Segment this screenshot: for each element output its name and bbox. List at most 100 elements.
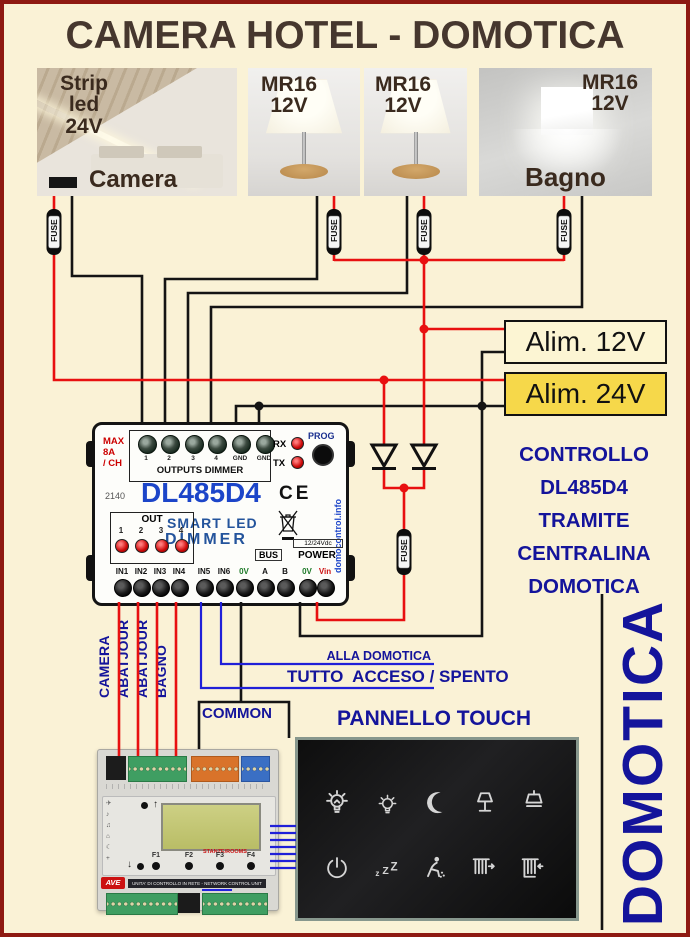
wire-label-abatjour2: ABATJOUR	[134, 619, 150, 698]
fuse-2: FUSE	[326, 209, 342, 255]
input-terminal	[216, 579, 234, 597]
wire-12v-bus	[332, 196, 566, 262]
wire-label-bagno: BAGNO	[153, 644, 169, 698]
photo-hotel-room: Strip led 24V Camera	[37, 68, 237, 196]
tx-led	[291, 456, 304, 469]
curtain-close-icon[interactable]	[514, 850, 550, 886]
diode-2	[409, 443, 439, 470]
domotica-controller: ✈♪♫⌂☾+ ↑ STANZE/ROOMS F1 F2 F3 F4 ↓ AVE …	[97, 749, 279, 915]
controller-front: ✈♪♫⌂☾+ ↑ STANZE/ROOMS F1 F2 F3 F4 ↓	[102, 796, 276, 876]
diode-1	[369, 443, 399, 470]
photo-bagno: MR16 12V Bagno	[479, 68, 652, 196]
night-mode-icon[interactable]	[417, 784, 453, 820]
model-name: DL485D4	[141, 477, 261, 508]
input-terminal	[257, 579, 275, 597]
fuse-4: FUSE	[556, 209, 572, 255]
terminal-block-black	[106, 756, 126, 780]
input-terminal	[152, 579, 170, 597]
terminal-block-orange	[191, 756, 239, 782]
reading-light-icon[interactable]	[369, 786, 405, 822]
common-label: COMMON	[202, 705, 272, 722]
ave-logo: AVE	[101, 877, 125, 889]
controllo-note: CONTROLLO DL485D4 TRAMITE CENTRALINA DOM…	[517, 443, 651, 598]
input-terminal	[317, 579, 335, 597]
camera-label: Camera	[89, 166, 178, 193]
serial-number: 2140	[105, 491, 126, 501]
power-rating: 12/24Vdc	[293, 539, 343, 548]
pannello-touch-title: PANNELLO TOUCH	[336, 707, 532, 730]
out-label: OUT	[141, 514, 163, 525]
rx-label: RX	[273, 439, 287, 450]
alim-24v-box: Alim. 24V	[504, 372, 667, 416]
bus-label: BUS	[255, 549, 283, 561]
page-title: CAMERA HOTEL - DOMOTICA	[65, 14, 625, 57]
wire-camera-black	[70, 196, 144, 422]
alim-12v-box: Alim. 12V	[504, 320, 667, 364]
out-leds-box: OUT 1 2 3 4	[110, 512, 194, 564]
input-terminal	[133, 579, 151, 597]
dl485d4-dimmer: MAX 8A / CH 1 2 3 4 GND GND OUTPUTS DIMM…	[86, 422, 355, 606]
input-terminal	[277, 579, 295, 597]
wire-lamp1-black	[163, 196, 319, 422]
f2-button[interactable]	[185, 862, 193, 870]
alim-24v-label: Alim. 24V	[525, 378, 646, 409]
product-line1: SMART LED	[167, 515, 258, 531]
f4-button[interactable]	[247, 862, 255, 870]
ceiling-lamp-icon[interactable]	[516, 784, 552, 820]
wire-alim24-gnd	[234, 404, 504, 422]
bed	[91, 145, 223, 189]
outputs-dimmer-label: OUTPUTS DIMMER	[156, 465, 244, 476]
svg-text:FUSE: FUSE	[419, 219, 429, 242]
svg-text:Z: Z	[382, 865, 389, 877]
rx-led	[291, 437, 304, 450]
bagno-label: Bagno	[525, 162, 606, 192]
max-rating-label: MAX 8A / CH	[103, 436, 125, 469]
curtain-open-icon[interactable]	[465, 850, 501, 886]
input-terminal	[299, 579, 317, 597]
down-arrow-icon: ↓	[127, 859, 132, 870]
out-led	[175, 539, 189, 553]
wire-24v-red	[52, 196, 504, 382]
f3-button[interactable]	[216, 862, 224, 870]
lamp-shade	[380, 79, 451, 134]
output-terminal	[207, 435, 227, 454]
power-label: POWER	[298, 550, 336, 561]
table-lamp-icon[interactable]	[467, 784, 503, 820]
mr16-label-2: MR16 12V	[374, 73, 432, 118]
domotica-vertical-label: DOMOTICA	[611, 599, 675, 927]
input-terminal	[114, 579, 132, 597]
output-terminal	[255, 435, 275, 454]
input-terminal	[236, 579, 254, 597]
out-led	[135, 539, 149, 553]
stanze-label: STANZE/ROOMS	[203, 849, 247, 855]
ceiling-light-cube	[541, 87, 594, 135]
photo-lamp-2: MR16 12V	[364, 68, 467, 196]
terminal-block-blue	[241, 756, 270, 782]
ce-mark: CE	[279, 483, 312, 504]
input-terminal	[196, 579, 214, 597]
lcd-display	[161, 803, 261, 851]
mr16-label-3: MR16 12V	[581, 71, 639, 116]
wire-label-abatjour1: ABATJOUR	[115, 619, 131, 698]
lamp-shade	[265, 79, 343, 134]
outputs-terminal-box: 1 2 3 4 GND GND OUTPUTS DIMMER	[129, 430, 275, 482]
svg-text:Z: Z	[391, 860, 398, 873]
main-light-icon[interactable]	[319, 784, 355, 820]
wire-diode-join	[382, 469, 426, 490]
tutto-acceso-label: TUTTO ACCESO / SPENTO	[287, 667, 509, 686]
wire-lamp2-black	[186, 196, 409, 422]
weee-icon	[278, 510, 298, 540]
power-icon[interactable]	[319, 850, 355, 886]
terminal-block-green	[128, 756, 187, 782]
svg-text:z: z	[375, 869, 379, 878]
housekeeping-icon[interactable]	[417, 850, 453, 886]
mr16-label-1: MR16 12V	[260, 73, 318, 118]
wire-outlet	[49, 176, 77, 189]
status-led	[141, 802, 148, 809]
fuse-1: FUSE	[46, 209, 62, 255]
up-arrow-icon: ↑	[153, 799, 158, 810]
f1-button[interactable]	[152, 862, 160, 870]
output-terminal	[231, 435, 251, 454]
